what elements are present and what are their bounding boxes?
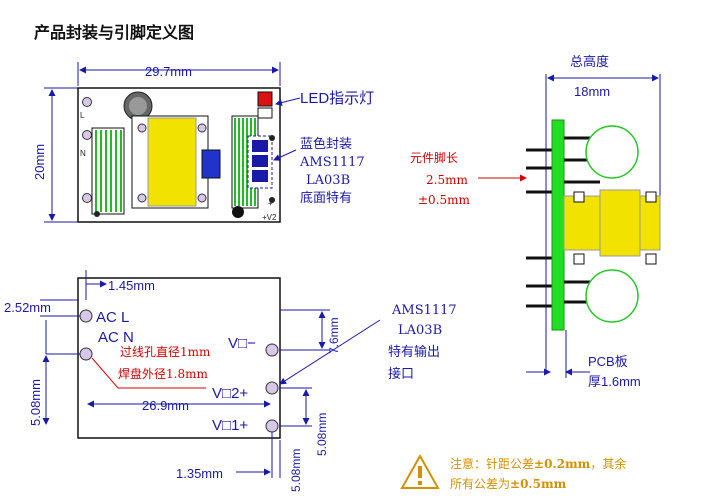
- lead-length-value: 2.5mm: [426, 173, 468, 187]
- chip-callout-line2: AMS1117: [299, 155, 365, 170]
- led-indicator: [257, 91, 273, 107]
- tolerance-note: 注意：针距公差±0.2mm，其余 所有公差为±0.5mm: [400, 453, 626, 491]
- pin-l-label: L: [80, 111, 85, 120]
- diagram-title: 产品封装与引脚定义图: [34, 23, 194, 42]
- pin-vo1-plus-label: V□1+: [212, 417, 248, 434]
- note-line2: 所有公差为±0.5mm: [450, 477, 567, 491]
- total-height-label: 总高度: [570, 54, 609, 69]
- height-dimension-label: 20mm: [32, 144, 47, 180]
- pcb-label: PCB板: [588, 354, 628, 369]
- capacitor-side: [585, 269, 639, 323]
- bottom-view: 1.45mm 2.52mm 5.08mm AC L AC N V□− V□2+ …: [4, 270, 457, 492]
- pad-diameter-note: 焊盘外径1.8mm: [118, 366, 208, 381]
- dim-2-52mm: 2.52mm: [4, 300, 51, 315]
- note-line1: 注意：针距公差±0.2mm，其余: [450, 456, 626, 471]
- width-dimension-label: 29.7mm: [145, 64, 192, 79]
- capacitor-side: [585, 125, 639, 179]
- pin-vo1-plus-pad: [265, 419, 279, 433]
- dim-7-6mm: 7.6mm: [327, 317, 341, 354]
- hole-diameter-note: 过线孔直径1mm: [120, 345, 211, 359]
- pin-pad: [82, 193, 92, 203]
- pcb-board: [551, 119, 565, 331]
- transformer-core: [147, 117, 197, 207]
- pin-v2-label: +V2: [262, 213, 277, 222]
- dim-5-08mm-right-a: 5.08mm: [289, 449, 303, 492]
- dim-1-35mm: 1.35mm: [176, 466, 223, 481]
- ams-callout-line1: AMS1117: [391, 303, 457, 318]
- chip-callout-line3: LA03B: [306, 173, 350, 188]
- diode-icon: [232, 206, 244, 218]
- dim-5-08mm-left: 5.08mm: [28, 379, 43, 426]
- pin-ac-l-pad: [79, 309, 93, 323]
- lead-length-label: 元件脚长: [410, 150, 458, 165]
- led-callout-label: LED指示灯: [300, 90, 374, 107]
- side-view: 总高度 18mm 元件脚长: [410, 54, 661, 389]
- dim-26-9mm: 26.9mm: [142, 398, 189, 413]
- bottom-board-outline: [77, 277, 281, 439]
- pin-vo2-plus-label: V□2+: [212, 385, 248, 402]
- pin-ac-n-label: AC N: [98, 329, 134, 346]
- left-terminal-block: [91, 127, 125, 215]
- pin-vo-minus-pad: [265, 343, 279, 357]
- dim-5-08mm-right-b: 5.08mm: [315, 413, 329, 456]
- pin-ac-n-pad: [79, 347, 93, 361]
- pin-vo2-plus-pad: [265, 381, 279, 395]
- ams-callout-line4: 接口: [388, 366, 414, 382]
- pin-pad: [82, 130, 92, 140]
- ams-callout-line2: LA03B: [398, 323, 442, 338]
- pin-pad: [82, 97, 92, 107]
- chip-callout-line1: 蓝色封装: [300, 136, 352, 152]
- ams-callout-line3: 特有输出: [388, 344, 440, 360]
- chip-callout-line4: 底面特有: [300, 190, 352, 206]
- pcb-thickness: 厚1.6mm: [588, 374, 641, 389]
- pin-plus-label: +: [268, 199, 273, 208]
- total-height-value: 18mm: [574, 84, 610, 99]
- lead-length-tolerance: ±0.5mm: [418, 193, 471, 207]
- pin-n-label: N: [80, 149, 86, 158]
- blue-component: [201, 149, 221, 179]
- dim-1-45mm: 1.45mm: [108, 278, 155, 293]
- pin-ac-l-label: AC L: [96, 309, 129, 326]
- pin-vo-minus-label: V□−: [228, 335, 256, 352]
- top-view: 29.7mm 20mm L N: [32, 62, 374, 223]
